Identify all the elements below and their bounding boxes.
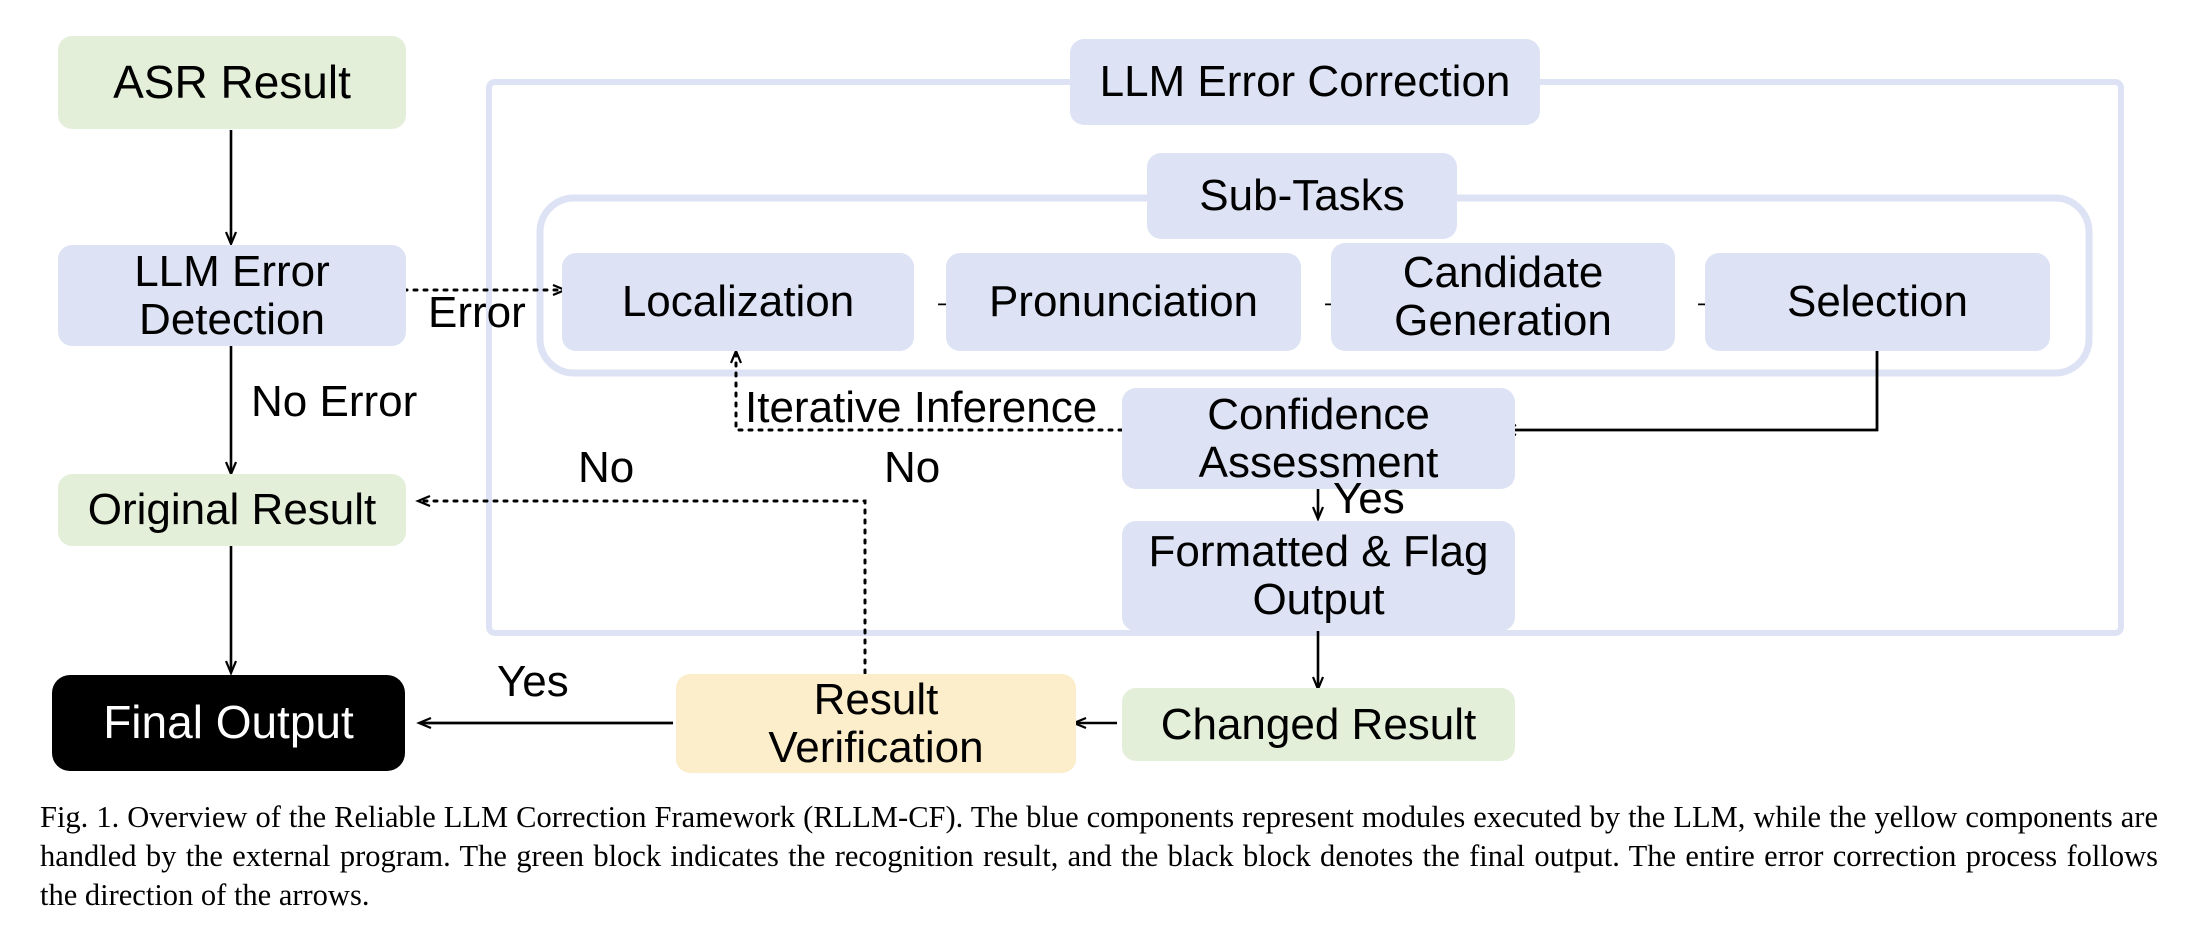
node-candidate-generation-label: Candidate Generation — [1394, 248, 1612, 345]
arrow-selection-to-confidence — [1505, 338, 1879, 430]
edge-label-error: Error — [428, 291, 526, 335]
node-final-output-label: Final Output — [103, 696, 354, 749]
node-result-verification[interactable]: Result Verification — [676, 674, 1076, 773]
edge-label-yes-confidence-text: Yes — [1333, 474, 1405, 523]
edge-label-no-left: No — [578, 446, 634, 490]
node-formatted-flag-output[interactable]: Formatted & Flag Output — [1122, 521, 1515, 631]
node-changed-result-label: Changed Result — [1160, 699, 1477, 749]
edge-label-no-left-text: No — [578, 443, 635, 492]
sub-tasks-label: Sub-Tasks — [1199, 171, 1405, 220]
node-llm-error-detection-label: LLM Error Detection — [134, 246, 330, 344]
edge-label-no-right-text: No — [884, 443, 941, 492]
node-asr-result[interactable]: ASR Result — [58, 36, 406, 129]
llm-error-correction-label: LLM Error Correction — [1099, 57, 1511, 106]
node-selection-label: Selection — [1786, 277, 1968, 327]
edge-label-no-error-text: No Error — [251, 377, 418, 426]
arrow-verification-to-original — [419, 501, 867, 685]
connector-arrows — [0, 130, 1879, 790]
node-localization-label: Localization — [621, 277, 855, 327]
edge-label-yes-verification: Yes — [497, 660, 569, 704]
node-final-output[interactable]: Final Output — [52, 675, 405, 771]
edge-label-iterative-inference: Iterative Inference — [745, 386, 1097, 430]
node-asr-result-label: ASR Result — [113, 55, 351, 108]
node-confidence-assessment-label: Confidence Assessment — [1198, 389, 1439, 487]
node-pronunciation-label: Pronunciation — [988, 277, 1259, 327]
node-candidate-generation[interactable]: Candidate Generation — [1331, 243, 1675, 351]
node-formatted-flag-output-label: Formatted & Flag Output — [1148, 527, 1489, 624]
figure-caption: Fig. 1. Overview of the Reliable LLM Cor… — [40, 798, 2158, 915]
edge-label-error-text: Error — [428, 288, 526, 337]
edge-label-yes-verification-text: Yes — [497, 657, 569, 706]
node-changed-result[interactable]: Changed Result — [1122, 688, 1515, 761]
container-title-sub-tasks: Sub-Tasks — [1147, 153, 1457, 239]
node-selection[interactable]: Selection — [1705, 253, 2050, 351]
node-result-verification-label: Result Verification — [768, 674, 984, 772]
edge-label-iterative-inference-text: Iterative Inference — [745, 383, 1098, 432]
figure-rllm-cf-overview: LLM Error Correction Sub-Tasks ASR Resul… — [0, 36, 2124, 790]
container-title-llm-error-correction: LLM Error Correction — [1070, 39, 1540, 125]
arrow-iterative-inference — [736, 352, 1124, 432]
node-original-result-label: Original Result — [87, 485, 377, 535]
edge-label-no-right: No — [884, 446, 940, 490]
node-confidence-assessment[interactable]: Confidence Assessment — [1122, 388, 1515, 489]
edge-label-no-error: No Error — [251, 380, 417, 424]
node-llm-error-detection[interactable]: LLM Error Detection — [58, 245, 406, 346]
node-layer: LLM Error Correction Sub-Tasks ASR Resul… — [52, 36, 2050, 773]
figure-caption-text: Fig. 1. Overview of the Reliable LLM Cor… — [40, 800, 2158, 913]
node-localization[interactable]: Localization — [562, 253, 914, 351]
node-pronunciation[interactable]: Pronunciation — [946, 253, 1301, 351]
edge-label-yes-confidence: Yes — [1333, 477, 1405, 521]
node-original-result[interactable]: Original Result — [58, 474, 406, 546]
